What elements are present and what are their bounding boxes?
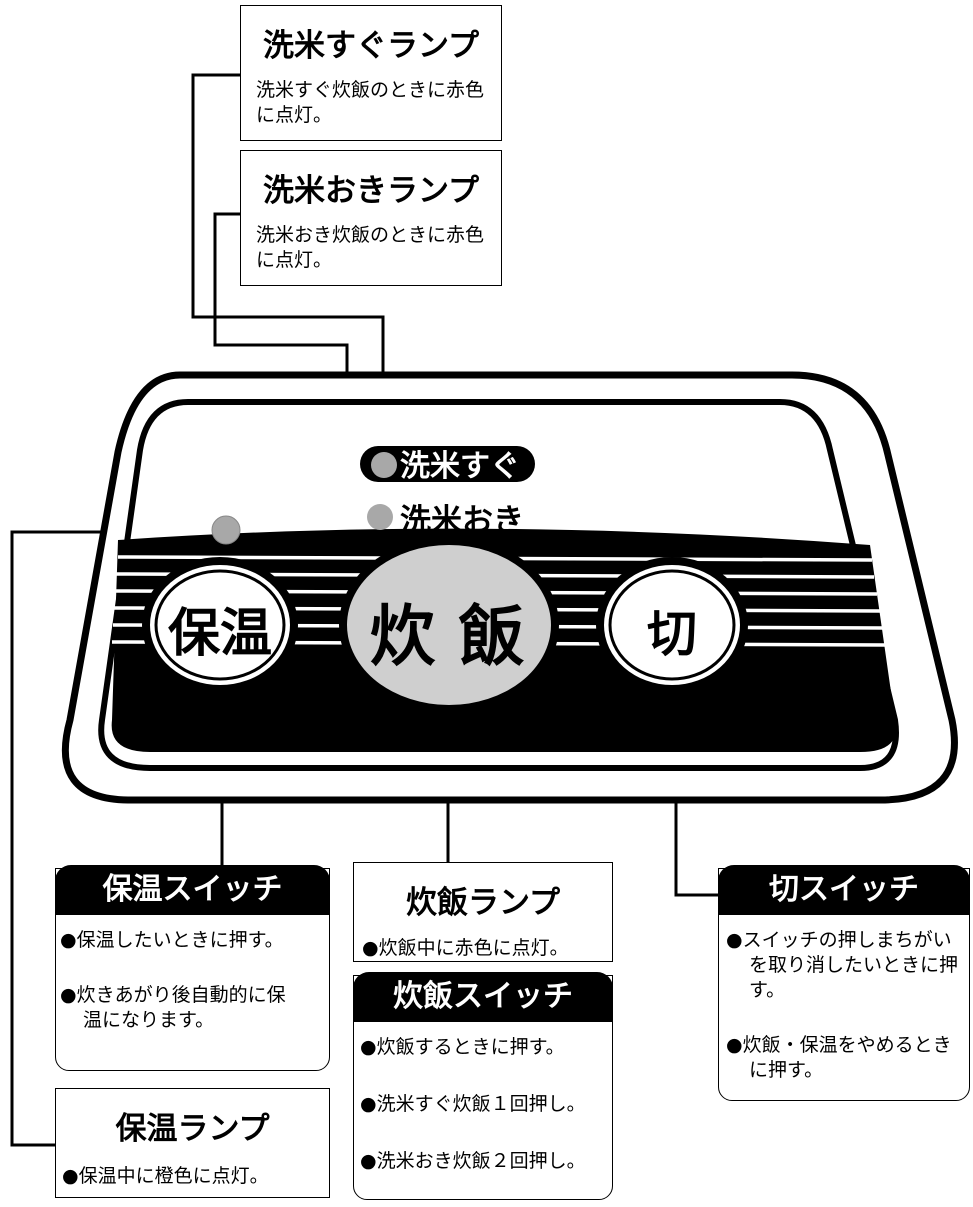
oki-lamp-desc: 洗米おき炊飯のときに赤色 に点灯。 <box>256 223 501 273</box>
hoon-lamp-desc: ●保温中に橙色に点灯。 <box>62 1165 269 1187</box>
sugu-lamp-desc: 洗米すぐ炊飯のときに赤色 に点灯。 <box>256 78 501 128</box>
sugu-lamp-box: 洗米すぐランプ 洗米すぐ炊飯のときに赤色 に点灯。 <box>240 5 502 141</box>
suihan-lamp-box: 炊飯ランプ ●炊飯中に赤色に点灯。 <box>353 862 613 962</box>
suihan-button-shape <box>339 537 559 713</box>
lamp-sugu-pill <box>360 446 535 482</box>
hoon-lamp-box: 保温ランプ ●保温中に橙色に点灯。 <box>55 1088 330 1198</box>
hoon-lamp-title: 保温ランプ <box>115 1111 270 1147</box>
oki-lamp-title: 洗米おきランプ <box>262 173 480 209</box>
oki-lamp-desc-line: に点灯。 <box>256 249 333 271</box>
suihan-switch-item: ●洗米すぐ炊飯１回押し。 <box>360 1093 586 1115</box>
suihan-lamp-title: 炊飯ランプ <box>405 885 561 921</box>
hoon-switch-item: ●保温したいときに押す。 <box>60 929 284 951</box>
oki-lamp-box: 洗米おきランプ 洗米おき炊飯のときに赤色 に点灯。 <box>240 150 502 286</box>
suihan-lamp-desc: ●炊飯中に赤色に点灯。 <box>362 937 569 959</box>
sugu-lamp-desc-line: 洗米すぐ炊飯のときに赤色 <box>256 79 485 101</box>
hoon-switch-title: 保温スイッチ <box>55 865 330 915</box>
suihan-button-label: 炊 飯 <box>370 598 525 675</box>
sugu-lamp-icon <box>371 452 397 478</box>
hoon-button-shape <box>142 557 298 693</box>
oki-lamp-icon <box>367 504 393 530</box>
suihan-switch-item: ●洗米おき炊飯２回押し。 <box>360 1150 586 1172</box>
hoon-lamp-icon <box>211 515 241 545</box>
sugu-lamp-title: 洗米すぐランプ <box>262 28 480 64</box>
hoon-switch-item: ●炊きあがり後自動的に保 <box>60 984 286 1006</box>
oki-lamp-desc-line: 洗米おき炊飯のときに赤色 <box>256 224 485 246</box>
sugu-lamp-desc-line: に点灯。 <box>256 104 333 126</box>
lamp-label-sugu: 洗米すぐ <box>400 449 520 484</box>
suihan-switch-title: 炊飯スイッチ <box>353 972 613 1022</box>
hoon-switch-item: 温になります。 <box>83 1009 215 1031</box>
kiri-switch-item: す。 <box>749 979 786 1001</box>
kiri-switch-item: を取り消したいときに押 <box>749 954 959 976</box>
kiri-switch-item: ●炊飯・保温をやめるとき <box>726 1034 952 1056</box>
kiri-button-shape <box>596 557 748 693</box>
lamp-label-oki: 洗米おき <box>400 503 524 539</box>
kiri-switch-item: ●スイッチの押しまちがい <box>726 929 952 951</box>
kiri-switch-item: に押す。 <box>749 1059 824 1081</box>
suihan-switch-item: ●炊飯するときに押す。 <box>360 1036 565 1058</box>
leader-line-sugu <box>191 73 385 465</box>
kiri-switch-title: 切スイッチ <box>718 865 970 915</box>
hoon-button-label: 保温 <box>168 604 272 664</box>
kiri-button-label: 切 <box>647 605 697 663</box>
